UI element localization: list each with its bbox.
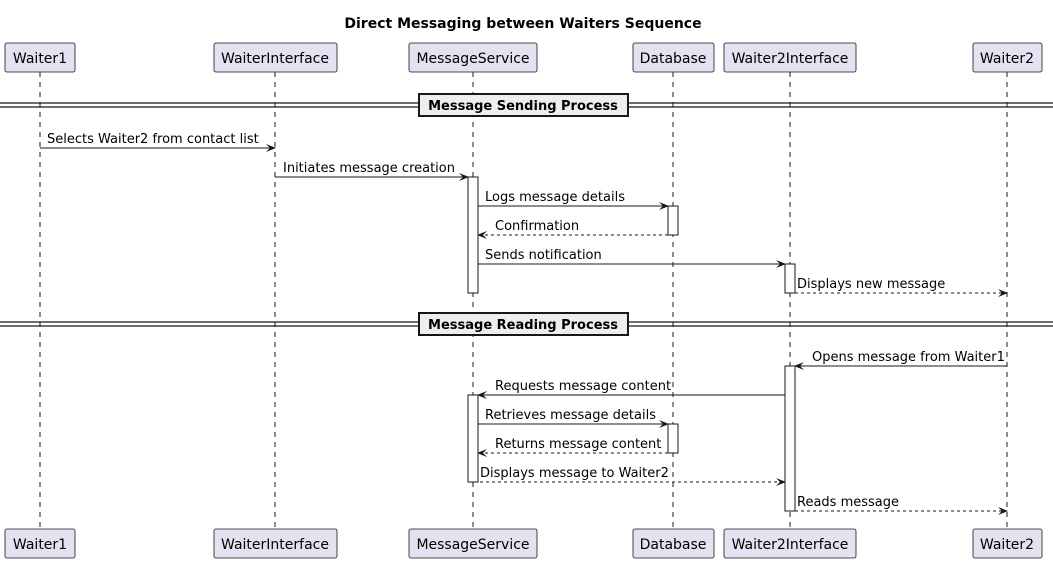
message-arrow: Logs message details (478, 190, 669, 210)
activations (467, 176, 796, 512)
message-arrow: Initiates message creation (275, 161, 469, 181)
message-label: Logs message details (485, 190, 625, 205)
activation-bar (784, 263, 796, 294)
participant-label: MessageService (416, 51, 529, 67)
activation-bar (784, 365, 796, 512)
participant-wi-top: WaiterInterface (213, 42, 338, 73)
participant-db-top: Database (632, 42, 715, 73)
participant-w2-top: Waiter2 (972, 42, 1043, 73)
participant-w2i-top: Waiter2Interface (723, 42, 857, 73)
message-arrow: Returns message content (477, 437, 668, 457)
participant-label: MessageService (416, 537, 529, 553)
message-label: Initiates message creation (283, 161, 455, 176)
message-arrow: Confirmation (477, 219, 668, 239)
message-arrow: Displays message to Waiter2 (468, 466, 786, 486)
participant-label: Waiter1 (13, 537, 67, 553)
message-label: Confirmation (495, 219, 579, 234)
activation-bar (467, 176, 479, 294)
diagram-title: Direct Messaging between Waiters Sequenc… (344, 16, 701, 32)
participant-label: Waiter2Interface (732, 51, 849, 67)
participant-label: Waiter2 (980, 51, 1034, 67)
participant-label: Database (640, 51, 707, 67)
activation-bar (667, 423, 679, 454)
message-label: Opens message from Waiter1 (812, 350, 1005, 365)
participant-label: WaiterInterface (221, 51, 329, 67)
section-message-reading: Message Reading Process (0, 312, 1053, 336)
message-label: Retrieves message details (485, 408, 656, 423)
message-label: Selects Waiter2 from contact list (47, 132, 259, 147)
participant-wi-bottom: WaiterInterface (213, 528, 338, 559)
activation-bar (667, 205, 679, 236)
participant-label: Waiter2 (980, 537, 1034, 553)
participant-w1-bottom: Waiter1 (4, 528, 76, 559)
activation-bar (467, 394, 479, 483)
message-label: Requests message content (495, 379, 671, 394)
participant-ms-bottom: MessageService (408, 528, 538, 559)
message-label: Displays message to Waiter2 (480, 466, 669, 481)
message-arrow: Displays new message (795, 277, 1008, 297)
message-arrow: Requests message content (477, 379, 785, 399)
participant-label: Waiter1 (13, 51, 67, 67)
message-label: Sends notification (485, 248, 602, 263)
message-arrow: Reads message (795, 495, 1008, 515)
section-label: Message Sending Process (428, 99, 618, 114)
message-label: Reads message (797, 495, 899, 510)
participant-ms-top: MessageService (408, 42, 538, 73)
participant-label: WaiterInterface (221, 537, 329, 553)
message-arrow: Sends notification (478, 248, 786, 268)
participants: Waiter1Waiter1WaiterInterfaceWaiterInter… (4, 42, 1043, 559)
section-message-sending: Message Sending Process (0, 93, 1053, 117)
participant-db-bottom: Database (632, 528, 715, 559)
message-arrow: Opens message from Waiter1 (794, 350, 1007, 370)
message-label: Displays new message (797, 277, 945, 292)
message-label: Returns message content (495, 437, 661, 452)
messages: Selects Waiter2 from contact listInitiat… (40, 132, 1008, 515)
message-arrow: Selects Waiter2 from contact list (40, 132, 276, 152)
section-label: Message Reading Process (428, 318, 618, 333)
participant-w1-top: Waiter1 (4, 42, 76, 73)
participant-w2i-bottom: Waiter2Interface (723, 528, 857, 559)
message-arrow: Retrieves message details (478, 408, 669, 428)
participant-w2-bottom: Waiter2 (972, 528, 1043, 559)
participant-label: Database (640, 537, 707, 553)
participant-label: Waiter2Interface (732, 537, 849, 553)
